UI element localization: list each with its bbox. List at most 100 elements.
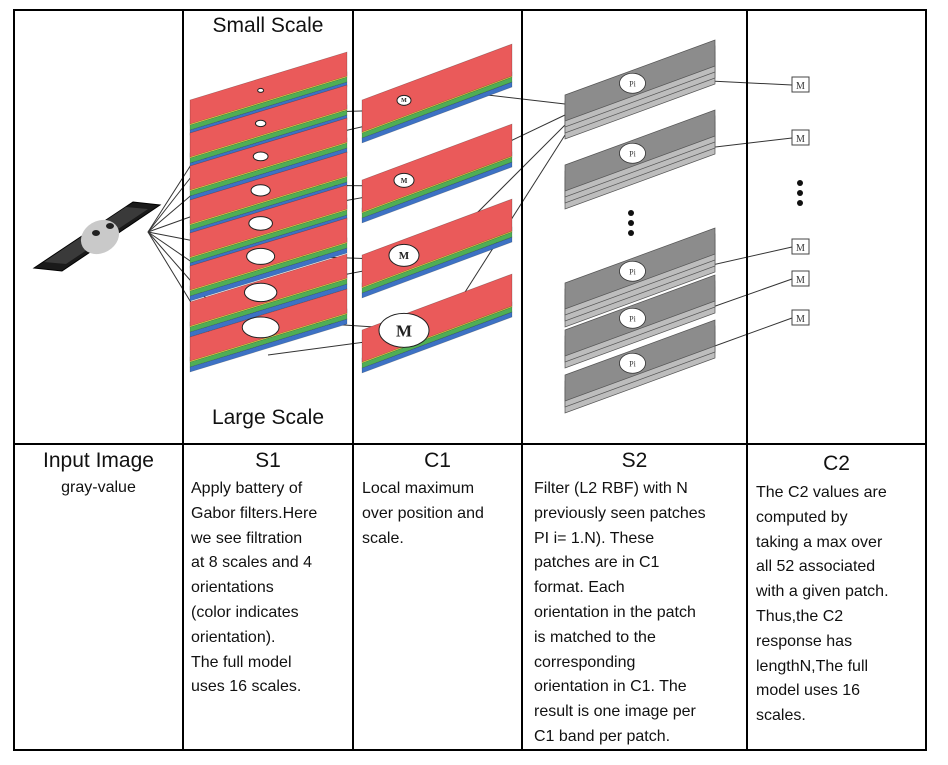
input-face-image [32,201,162,272]
c2-max-box [791,76,810,93]
table-grid [13,9,927,751]
c2-max-box [791,238,810,255]
s2-line: orientation in the patch [534,603,696,621]
c2-max-label: M [796,243,805,254]
s2-line: result is one image per [534,703,696,721]
s2-line: PI i= 1.N). These [534,529,655,547]
c2-line: scales. [756,707,806,725]
c2-line: with a given patch. [756,583,889,601]
s1-line: we see filtration [191,529,303,547]
large-scale-label: Large Scale [211,406,325,429]
s2-stack-2-patch-circle [619,142,646,164]
c1-stack-2-pool-region [393,172,415,188]
s2-stack-5-patch-label: Pi [629,359,636,368]
input-subtitle: gray-value [61,479,136,496]
s1-filter-stacks [189,51,348,373]
s1-line: orientation). [191,628,276,646]
s2-line: format. Each [534,579,625,597]
s2-line: orientation in C1. The [534,678,687,696]
s1-line: Apply battery of [191,480,303,497]
s1-stack-1-top [189,51,348,125]
s1-line: orientations [191,579,274,597]
s2-stack-4-patch-circle [619,307,646,329]
s1-stack-3-pool-region [252,151,269,162]
c2-line: lengthN,The full [756,657,869,675]
c1-stack-1-top [361,43,513,133]
s2-stack-3-patch-circle [619,260,646,282]
s2-stack-5-patch-circle [619,352,646,374]
s1-stack-4-pool-region [250,184,271,197]
c1-stack-2-band [361,156,513,219]
c1-line: over position and [362,504,484,522]
s1-stack-3-top [189,117,348,191]
s1-line: uses 16 scales. [191,678,302,696]
s2-line: Filter (L2 RBF) with N [534,480,688,497]
c2-line: response has [756,632,853,650]
s2-line: corresponding [534,653,636,671]
c2-max-label: M [796,275,805,286]
c1-line: Local maximum [362,480,475,497]
s2-line: is matched to the [534,628,656,646]
c1-stack-2-top [361,123,513,213]
c1-title: C1 [424,449,451,472]
s2-line: patches are in C1 [534,554,660,572]
s1-stack-5-pool-region [248,216,273,231]
outer-border [13,9,927,751]
s2-line: previously seen patches [534,504,706,522]
c1-stack-3-pool-region [388,243,420,267]
s1-stack-7-pool-region [243,282,278,303]
s2-line: C1 band per patch. [534,727,671,745]
s2-description: Filter (L2 RBF) with N previously seen p… [534,477,746,750]
s2-stack-1-patch-circle [619,72,646,94]
s1-stack-8-pool-region [241,316,280,339]
c2-line: The C2 values are [756,484,887,501]
c2-max-box [791,309,810,326]
s1-line: Gabor filters.Here [191,504,318,522]
s2-ellipsis-dot [628,220,634,226]
c2-max-label: M [796,314,805,325]
c2-line: Thus,the C2 [756,607,844,625]
s1-stack-2-pool-region [254,119,267,128]
feature-connection-line [459,134,566,301]
s2-stack-3-patch-label: Pi [629,267,636,276]
c2-max-label: M [796,81,805,92]
s1-title: S1 [255,449,281,472]
s1-stack-2-top [189,84,348,158]
s1-line: at 8 scales and 4 [191,554,312,572]
s1-stack-1-pool-region [257,87,265,93]
c2-ellipsis-dot [797,200,803,206]
s2-stack-2-patch-label: Pi [629,149,636,158]
c1-description: Local maximum over position and scale. [362,477,520,551]
s1-stack-6-pool-region [246,247,276,265]
c1-stack-1-pool-region [396,94,412,106]
s2-title: S2 [621,449,648,472]
c1-stack-4-max-label: M [396,321,412,340]
s1-line: The full model [191,653,292,671]
c1-stack-2-max-label: M [401,177,408,185]
c2-line: all 52 associated [756,558,876,576]
c1-line: scale. [362,529,404,547]
input-face-eye-icon [106,223,114,229]
s2-ellipsis-dot [628,210,634,216]
c2-max-units: M M M M M [791,76,810,326]
s1-description: Apply battery of Gabor filters.Here we s… [191,477,351,700]
c2-description: The C2 values are computed by taking a m… [756,481,924,729]
c2-title: C2 [823,452,850,475]
small-scale-label: Small Scale [212,14,324,37]
c1-stack-1-max-label: M [401,98,407,104]
c1-stack-4-pool-region [378,312,430,348]
c2-max-box [791,129,810,146]
c1-stack-3-band [361,236,513,299]
c2-max-label: M [796,134,805,145]
c1-stack-3-band [361,231,513,294]
input-title: Input Image [43,449,154,472]
c2-line: model uses 16 [756,682,861,700]
s2-stack-4-patch-label: Pi [629,314,636,323]
c2-line: computed by [756,508,848,526]
c2-ellipsis-dot [797,180,803,186]
input-face-eye-icon [92,230,100,236]
c2-max-box [791,270,810,287]
